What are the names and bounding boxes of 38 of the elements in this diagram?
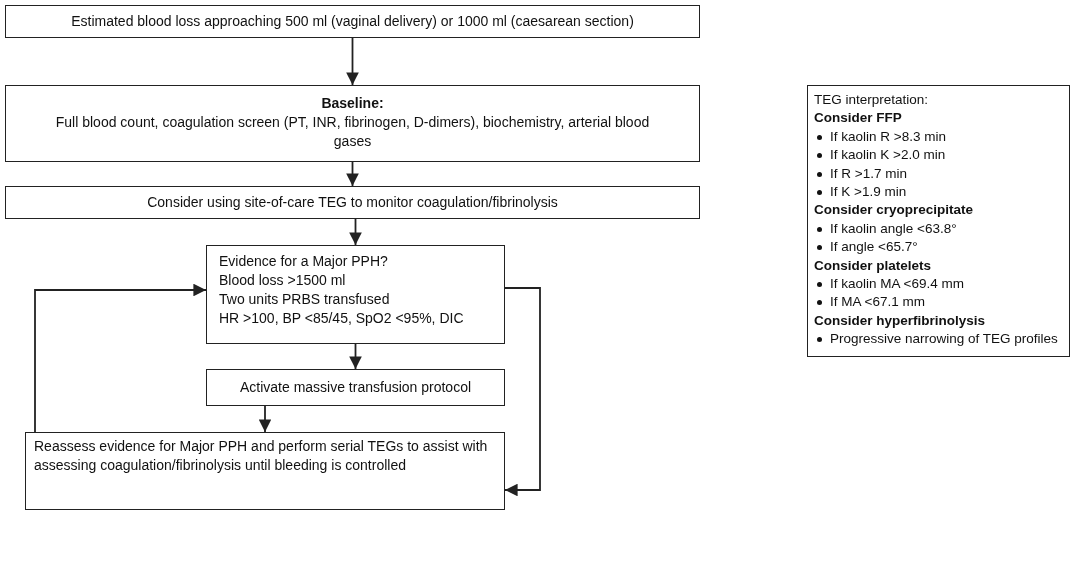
arrow: [349, 343, 362, 370]
bullet-item: If MA <67.1 mm: [814, 293, 1063, 312]
section-heading: Consider hyperfibrinolysis: [814, 311, 987, 330]
bullet-item: If kaolin R >8.3 min: [814, 127, 1063, 147]
process-box: [206, 369, 505, 406]
process-box: [25, 432, 505, 510]
bullet-item: If kaolin angle <63.8°: [814, 219, 1063, 239]
process-box: [206, 245, 505, 344]
section-heading: Consider FFP: [814, 109, 903, 128]
panel-title: TEG interpretation:: [814, 91, 930, 109]
box-text: Consider using site-of-care TEG to monitor coagulation/fibrinolysis: [146, 193, 559, 212]
section-heading: Consider platelets: [814, 256, 933, 275]
arrow: [349, 218, 362, 246]
arrow: [504, 287, 541, 497]
box-text: Evidence for a Major PPH?: [219, 252, 389, 271]
arrow: [346, 161, 359, 187]
box-text: Activate massive transfusion protocol: [238, 378, 473, 397]
bullet-item: If angle <65.7°: [814, 238, 1063, 257]
box-text: Reassess evidence for Major PPH and perform serial TEGs to assist with assessing coagulation/fibrinolysis until bleeding is controlled: [34, 437, 489, 475]
process-box: [5, 85, 700, 162]
arrow: [346, 37, 359, 86]
box-heading: Baseline:: [320, 94, 385, 113]
arrow: [258, 405, 272, 433]
bullet-item: If R >1.7 min: [814, 164, 1063, 184]
box-text: Full blood count, coagulation screen (PT, INR, fibrinogen, D-dimers), biochemistry, arterial blood gases: [54, 113, 651, 151]
process-box: [5, 5, 700, 38]
box-text: Blood loss >1500 ml: [219, 271, 347, 290]
legend-panel: [807, 85, 1070, 357]
arrow: [34, 283, 207, 433]
box-text: Two units PRBS transfused: [219, 290, 391, 309]
box-text: HR >100, BP <85/45, SpO2 <95%, DIC: [219, 309, 465, 328]
box-text: Estimated blood loss approaching 500 ml (vaginal delivery) or 1000 ml (caesarean section): [70, 12, 635, 31]
bullet-item: Progressive narrowing of TEG profiles: [814, 330, 1063, 349]
bullet-item: If kaolin K >2.0 min: [814, 146, 1063, 165]
bullet-item: If kaolin MA <69.4 mm: [814, 275, 1063, 294]
process-box: [5, 186, 700, 219]
bullet-item: If K >1.9 min: [814, 183, 1063, 202]
section-heading: Consider cryoprecipitate: [814, 201, 975, 220]
